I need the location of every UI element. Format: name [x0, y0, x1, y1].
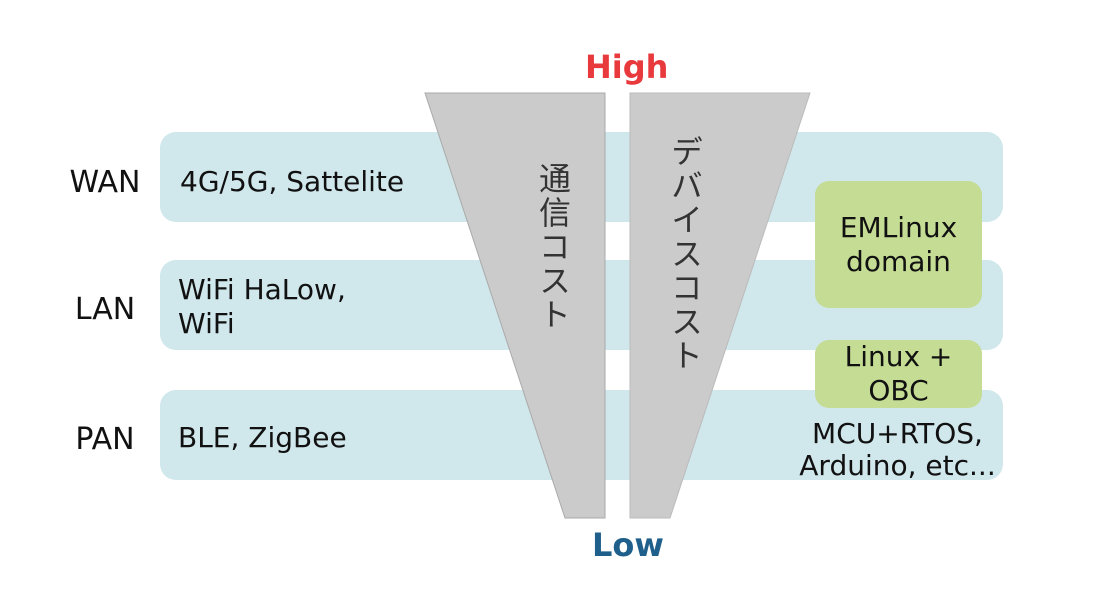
- mcu-line1: MCU+RTOS,: [812, 417, 983, 450]
- lan-tech-2: WiFi: [178, 307, 235, 340]
- device-cost-cone: [629, 92, 811, 519]
- high-label: High: [585, 48, 669, 86]
- wan-label: WAN: [69, 165, 141, 200]
- emlinux-line2: domain: [846, 244, 951, 278]
- lan-tech-1: WiFi HaLow,: [178, 273, 346, 306]
- lan-label: LAN: [74, 292, 136, 327]
- comm-cost-label: 通信コスト: [534, 162, 572, 332]
- emlinux-line1: EMLinux: [839, 210, 958, 244]
- linux-obc-box: Linux +OBC: [815, 340, 982, 408]
- linux-line1: Linux +: [844, 340, 953, 373]
- low-label: Low: [592, 526, 664, 564]
- linux-line2: OBC: [868, 374, 929, 407]
- pan-label: PAN: [75, 422, 135, 457]
- mcu-text: MCU+RTOS, Arduino, etc...: [790, 418, 1005, 482]
- mcu-line2: Arduino, etc...: [799, 449, 996, 482]
- pan-tech: BLE, ZigBee: [178, 421, 347, 454]
- wan-tech: 4G/5G, Sattelite: [180, 165, 405, 198]
- comm-cost-cone: [424, 92, 606, 519]
- device-cost-label: デバイスコスト: [666, 135, 704, 373]
